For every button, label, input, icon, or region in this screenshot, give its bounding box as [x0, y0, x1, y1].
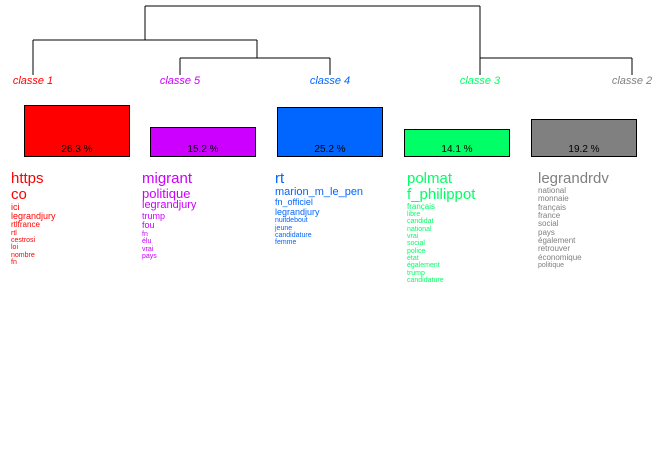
word-item: monnaie — [538, 194, 569, 204]
word-item: économique — [538, 252, 582, 262]
word-item: femme — [275, 239, 297, 247]
class-share-percent: 26.3 % — [61, 144, 93, 155]
class-share-box-4: 25.2 % — [277, 107, 383, 157]
word-item: fn_officiel — [275, 197, 313, 208]
word-item: français — [538, 202, 567, 212]
word-item: rtl — [11, 229, 17, 237]
word-item: trump — [142, 210, 166, 221]
word-item: rt — [275, 170, 285, 187]
class-share-percent: 25.2 % — [314, 144, 346, 155]
word-item: vrai — [142, 245, 154, 253]
word-item: national — [538, 185, 567, 195]
word-item: fn — [11, 259, 17, 267]
dendrogram-branch-c3-c2 — [479, 57, 633, 75]
word-item: france — [538, 210, 561, 220]
dendrogram-branch-root — [144, 5, 481, 58]
word-item: police — [407, 247, 426, 255]
word-item: pays — [142, 252, 157, 260]
word-item: retrouver — [538, 244, 571, 254]
class-share-box-2: 19.2 % — [531, 119, 637, 157]
dendrogram-branch-left — [32, 39, 258, 75]
word-item: nombre — [11, 251, 35, 259]
word-item: pays — [538, 227, 555, 237]
word-item: vrai — [407, 232, 419, 240]
word-item: legrandrdv — [538, 170, 609, 187]
word-item: national — [407, 225, 432, 233]
word-item: social — [538, 219, 559, 229]
word-item: état — [407, 254, 419, 262]
word-item: rtlfrance — [11, 220, 40, 230]
word-item: également — [538, 236, 576, 246]
word-item: polmat — [407, 170, 453, 187]
word-item: jeune — [275, 224, 293, 232]
word-item: politique — [538, 262, 565, 270]
word-item: également — [407, 262, 440, 270]
word-item: legrandjury — [275, 206, 320, 217]
word-item: loi — [11, 244, 19, 252]
word-item: co — [11, 185, 27, 203]
word-item: marion_m_le_pen — [275, 185, 364, 198]
word-item: social — [407, 240, 425, 248]
word-item: trump — [407, 269, 425, 277]
word-item: legrandjury — [142, 199, 197, 212]
word-item: candidature — [407, 276, 444, 284]
class-label-2: classe 2 — [611, 75, 653, 87]
word-item: fn — [142, 230, 148, 238]
word-item: candidat — [407, 218, 434, 226]
class-label-1: classe 1 — [12, 75, 54, 87]
word-item: politique — [142, 185, 191, 201]
word-item: ici — [11, 201, 20, 212]
word-item: français — [407, 201, 436, 211]
word-item: legrandjury — [11, 210, 56, 221]
class-label-3: classe 3 — [459, 75, 501, 87]
word-item: élu — [142, 238, 152, 246]
class-share-box-5: 15.2 % — [150, 127, 256, 157]
dendrogram-branch-c5-c4 — [179, 57, 331, 75]
class-label-5: classe 5 — [159, 75, 201, 87]
word-item: f_philippot — [407, 185, 476, 203]
class-share-box-3: 14.1 % — [404, 129, 510, 157]
class-label-4: classe 4 — [309, 75, 351, 87]
class-share-percent: 15.2 % — [187, 144, 219, 155]
word-item: nuitdebout — [275, 217, 308, 225]
class-share-box-1: 26.3 % — [24, 105, 130, 157]
word-item: candidature — [275, 231, 312, 239]
word-item: https — [11, 170, 44, 187]
word-item: fou — [142, 220, 155, 231]
word-item: cestrosi — [11, 237, 36, 245]
class-share-percent: 14.1 % — [441, 144, 473, 155]
word-item: libre — [407, 210, 421, 218]
word-item: migrant — [142, 170, 193, 187]
class-share-percent: 19.2 % — [568, 144, 600, 155]
